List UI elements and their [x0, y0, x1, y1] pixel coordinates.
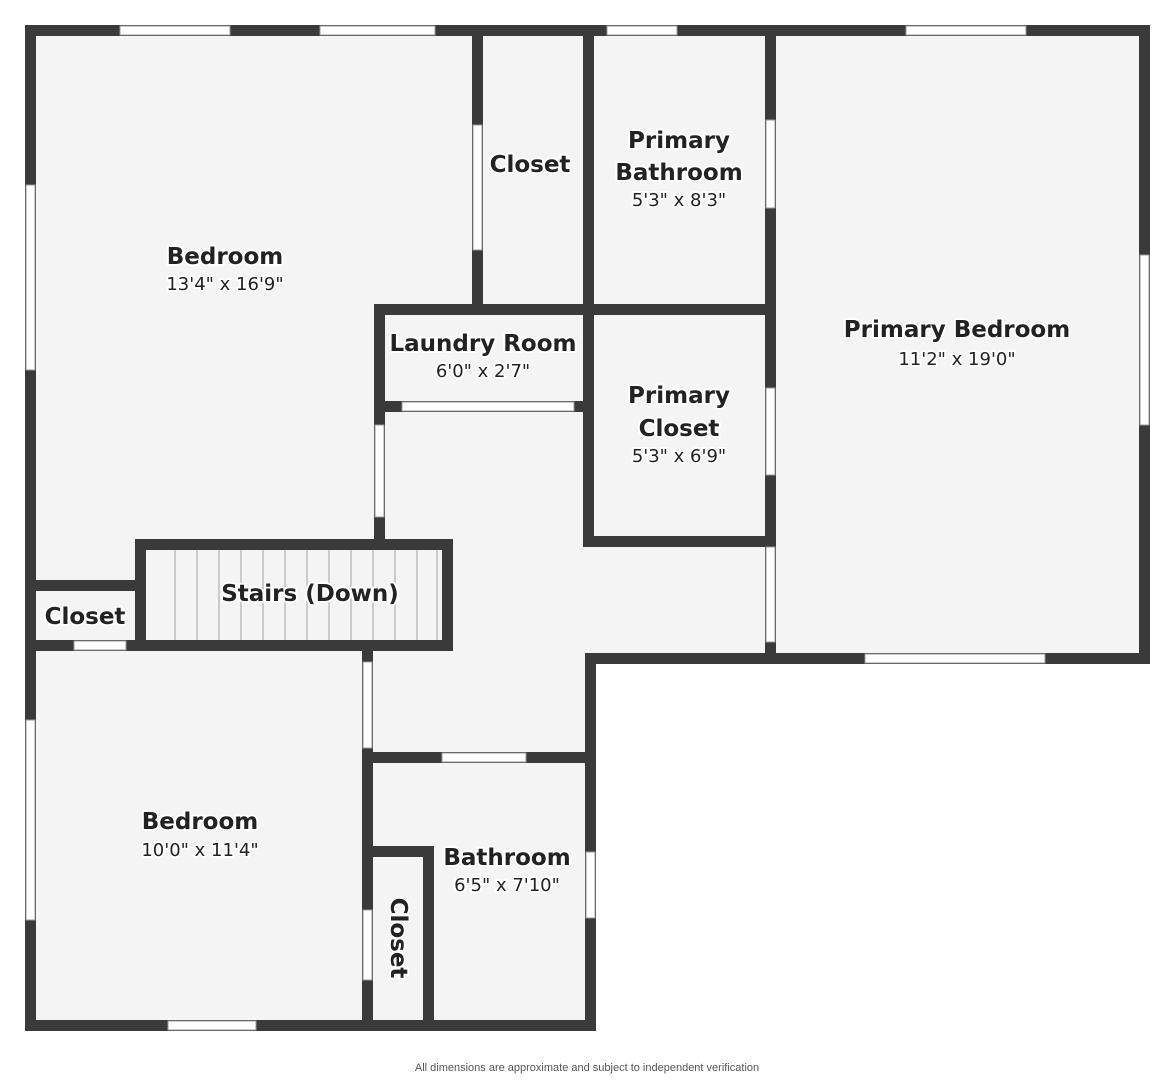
wall-laundry-top	[374, 304, 776, 315]
doorway	[362, 909, 373, 981]
window	[585, 851, 596, 919]
window	[319, 25, 436, 36]
wall-bedroom2-east	[362, 640, 373, 1031]
primary-closet-name-line1: Primary	[628, 383, 730, 409]
wall-closet-top	[25, 580, 146, 591]
window	[25, 184, 36, 371]
stair-treads	[174, 550, 438, 640]
wall-lower-closet-east	[423, 846, 434, 1031]
closet-1-name: Closet	[490, 152, 571, 178]
window	[25, 719, 36, 921]
wall-primary-closet-bottom	[583, 536, 776, 547]
laundry-room-name: Laundry Room	[389, 331, 576, 357]
window	[905, 25, 1027, 36]
wall-stairs-west	[135, 539, 146, 651]
bedroom-1-dimensions: 13'4" x 16'9"	[166, 274, 283, 295]
wall-closet-primary-bath	[583, 25, 594, 547]
doorway	[73, 640, 127, 651]
disclaimer-footnote: All dimensions are approximate and subje…	[415, 1062, 759, 1074]
doorway	[765, 387, 776, 476]
stairs-label: Stairs (Down)	[221, 581, 399, 607]
primary-closet-dimensions: 5'3" x 6'9"	[632, 446, 726, 467]
wall-exterior-lower-right	[585, 653, 596, 1031]
bathroom-dimensions: 6'5" x 7'10"	[454, 875, 560, 896]
window	[119, 25, 231, 36]
primary-closet-name-line2: Closet	[639, 416, 720, 442]
primary-bathroom-dimensions: 5'3" x 8'3"	[632, 190, 726, 211]
room-labels: Bedroom 13'4" x 16'9" Closet Primary Bat…	[43, 126, 1073, 980]
floor-lower	[25, 650, 595, 1030]
wall-primary-bedroom-west	[765, 25, 776, 664]
doorway	[362, 661, 373, 749]
primary-bedroom-name: Primary Bedroom	[844, 317, 1070, 343]
window	[864, 653, 1046, 664]
doorway	[765, 119, 776, 209]
openings	[25, 25, 1150, 1031]
window	[167, 1020, 257, 1031]
doorway	[401, 401, 575, 412]
bathroom-name: Bathroom	[443, 845, 570, 871]
window	[606, 25, 678, 36]
doorway	[374, 424, 385, 518]
primary-bedroom-dimensions: 11'2" x 19'0"	[898, 349, 1015, 370]
closet-3-name: Closet	[385, 898, 411, 979]
wall-stairs-bottom	[25, 640, 453, 651]
wall-lower-closet-top	[362, 846, 434, 857]
primary-bathroom-name-line2: Bathroom	[615, 160, 742, 186]
closet-2-name: Closet	[45, 604, 126, 630]
wall-stairs-east	[442, 539, 453, 651]
laundry-room-dimensions: 6'0" x 2'7"	[436, 361, 530, 382]
primary-bathroom-name-line1: Primary	[628, 128, 730, 154]
bedroom-2-dimensions: 10'0" x 11'4"	[141, 840, 258, 861]
wall-exterior-left	[25, 25, 36, 1031]
doorway	[441, 752, 527, 763]
doorway	[765, 546, 776, 643]
window	[1139, 254, 1150, 426]
wall-stairs-top	[135, 539, 453, 550]
doorway	[472, 124, 483, 251]
wall-exterior-bottom	[25, 1020, 596, 1031]
bedroom-2-name: Bedroom	[142, 809, 259, 835]
bedroom-1-name: Bedroom	[167, 244, 284, 270]
